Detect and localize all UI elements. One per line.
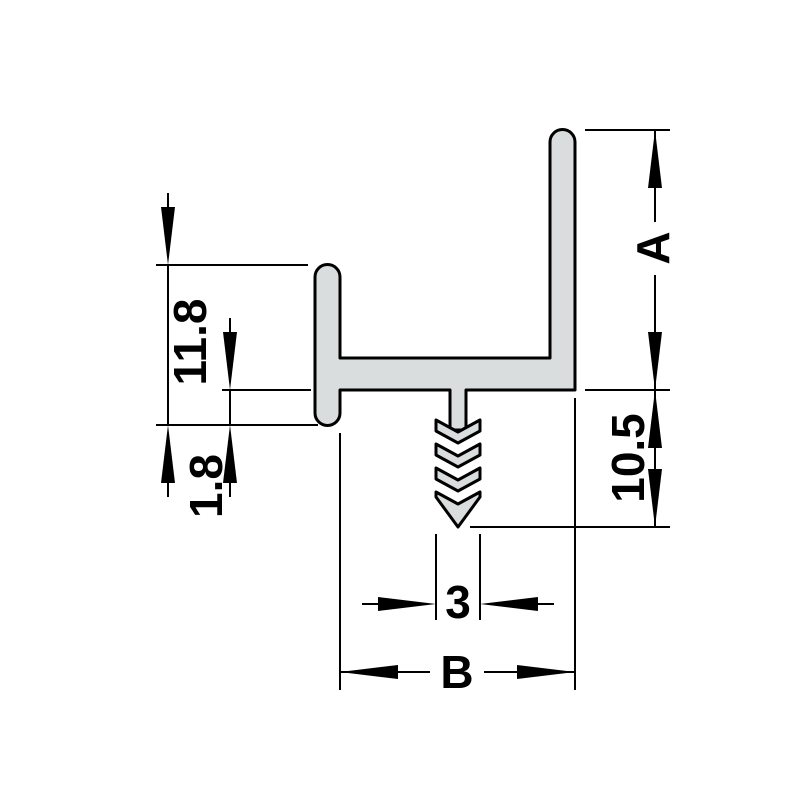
- arrow-10-5-down: [648, 469, 662, 527]
- arrow-3-left: [480, 597, 538, 611]
- profile-body: [313, 128, 577, 432]
- arrow-B-left: [340, 665, 398, 679]
- arrow-3-right: [378, 597, 436, 611]
- arrow-11-8-down: [161, 207, 175, 265]
- stem-barb-3: [434, 466, 482, 493]
- arrow-10-5-up: [648, 390, 662, 448]
- arrow-1-8-down: [223, 332, 237, 390]
- arrow-A-up: [648, 130, 662, 188]
- profile-cross-section: [313, 128, 577, 529]
- arrow-1-8-up: [223, 425, 237, 483]
- stem-barb-1: [434, 418, 482, 445]
- dim-label-left-flange-height: 11.8: [164, 299, 216, 386]
- stem-tip: [434, 490, 482, 529]
- dimension-lines: [167, 130, 656, 673]
- arrow-11-8-up: [161, 425, 175, 483]
- dimension-labels: 11.8 1.8 A 10.5 3 B: [164, 231, 679, 698]
- extension-lines: [156, 129, 670, 690]
- arrow-B-right: [517, 665, 575, 679]
- stem-barb-2: [434, 442, 482, 469]
- dim-label-right-flange-height: A: [627, 231, 679, 264]
- arrow-A-down: [648, 332, 662, 390]
- dim-label-lip-thickness: 1.8: [180, 454, 232, 518]
- dim-label-overall-width: B: [440, 646, 473, 698]
- arrowheads: [161, 130, 662, 679]
- dim-label-stem-width: 3: [445, 576, 471, 628]
- dim-label-stem-depth: 10.5: [602, 413, 654, 503]
